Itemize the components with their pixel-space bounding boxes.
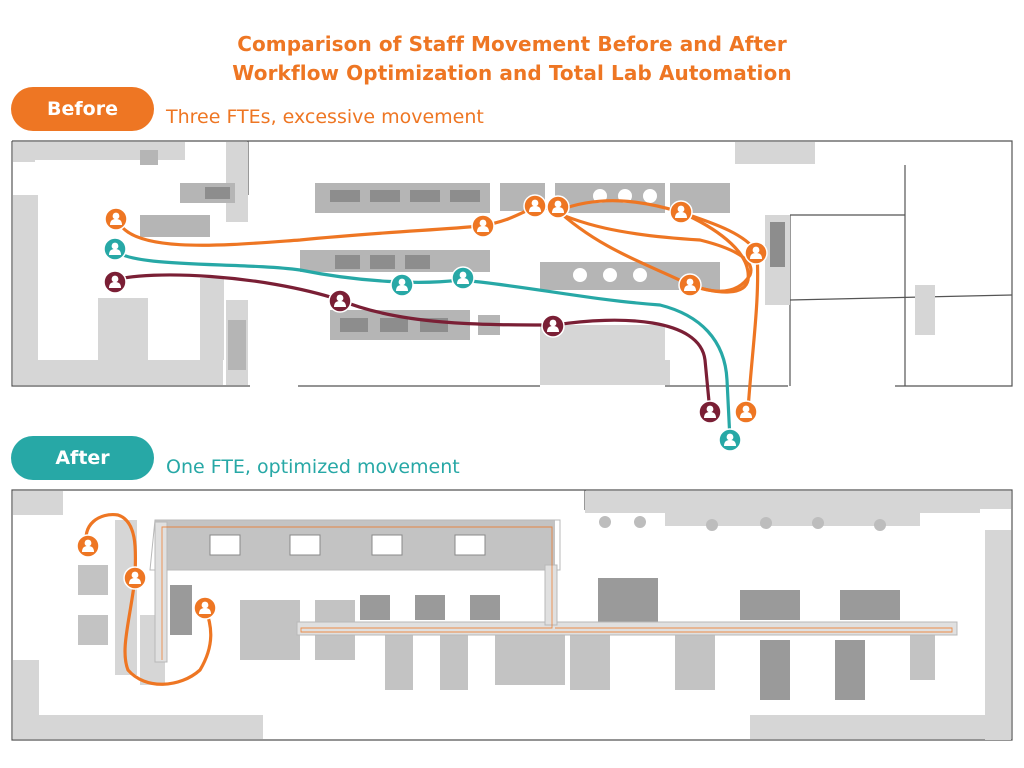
person-circle-icon	[546, 195, 570, 219]
person-circle-icon	[698, 400, 722, 424]
before-floor-plan	[11, 140, 1013, 452]
before-path-orange-4	[558, 199, 760, 412]
person-circle-icon	[123, 566, 147, 590]
before-subtitle: Three FTEs, excessive movement	[166, 106, 484, 128]
person-circle-icon	[744, 241, 768, 265]
person-circle-icon	[76, 534, 100, 558]
after-floor-plan	[11, 489, 1013, 741]
title-line-1: Comparison of Staff Movement Before and …	[237, 32, 787, 56]
person-circle-icon	[678, 273, 702, 297]
person-circle-icon	[103, 237, 127, 261]
person-circle-icon	[718, 428, 742, 452]
person-circle-icon	[541, 314, 565, 338]
title-line-2: Workflow Optimization and Total Lab Auto…	[232, 61, 792, 85]
person-circle-icon	[471, 214, 495, 238]
person-circle-icon	[104, 207, 128, 231]
after-subtitle: One FTE, optimized movement	[166, 456, 460, 478]
person-circle-icon	[669, 200, 693, 224]
before-path-orange-3	[553, 206, 750, 294]
person-circle-icon	[103, 270, 127, 294]
after-path-orange	[84, 512, 213, 686]
before-path-maroon	[113, 273, 712, 414]
person-circle-icon	[451, 266, 475, 290]
person-circle-icon	[390, 273, 414, 297]
diagram-title: Comparison of Staff Movement Before and …	[0, 30, 1024, 88]
before-path-orange-1	[116, 203, 542, 247]
after-badge: After	[11, 436, 154, 480]
person-circle-icon	[193, 596, 217, 620]
before-badge: Before	[11, 87, 154, 131]
person-circle-icon	[328, 289, 352, 313]
person-circle-icon	[523, 194, 547, 218]
person-circle-icon	[734, 400, 758, 424]
